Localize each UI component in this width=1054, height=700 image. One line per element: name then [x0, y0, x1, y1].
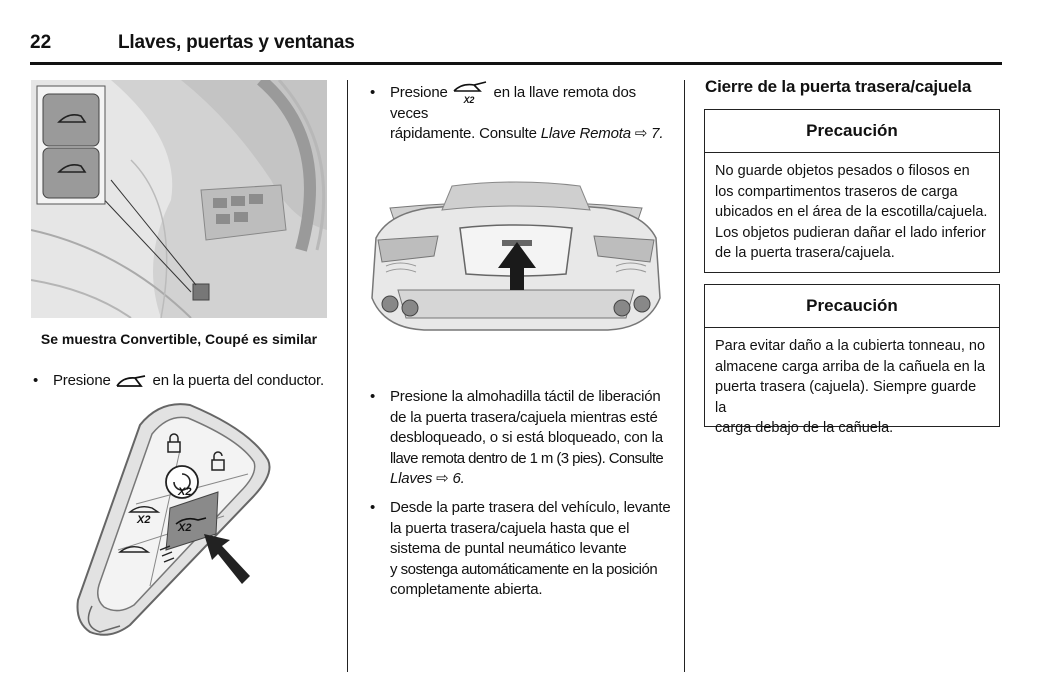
column-divider-2: [684, 80, 685, 672]
caution-box-1: Precaución No guarde objetos pesados o f…: [704, 109, 1000, 273]
caution-line-1: No guarde objetos pesados o filosos en: [715, 163, 970, 179]
bullet-line-2: de la puerta trasera/cajuela mientras es…: [390, 408, 658, 426]
bullet-text-line2: rápidamente. Consulte: [390, 125, 537, 142]
bullet-text-after: en la llave remota dos veces: [390, 84, 636, 122]
fob-label-remote-start: X2: [178, 486, 192, 498]
caution-title: Precaución: [705, 110, 999, 153]
bullet-dot: •: [33, 372, 39, 389]
bullet-dot: •: [370, 388, 376, 405]
bullet-dot: •: [370, 499, 376, 516]
bullet-line-5: completamente abierta.: [390, 581, 543, 598]
trunk-release-icon: [115, 375, 145, 387]
door-panel-illustration: [31, 80, 327, 318]
caution-line-4: carga debajo de la cañuela.: [715, 420, 894, 436]
bullet-line-4: y sostenga automáticamente en la posició…: [390, 560, 658, 578]
caution-line-2: almacene carga arriba de la cañuela en l…: [715, 358, 986, 375]
column-divider-1: [347, 80, 348, 672]
bullet-text-before: Presione: [390, 84, 448, 101]
reference-arrow-icon: ⇨: [436, 470, 449, 487]
caution-line-3: ubicados en el área de la escotilla/caju…: [715, 204, 988, 220]
caution-line-5: de la puerta trasera/cajuela.: [715, 245, 895, 261]
caution-line-1: Para evitar daño a la cubierta tonneau, …: [715, 338, 986, 354]
reference-page: 7.: [651, 125, 664, 142]
figure-caption: Se muestra Convertible, Coupé es similar: [40, 331, 318, 347]
reference-page: 6.: [452, 470, 465, 487]
cross-reference: Llave Remota: [540, 125, 631, 142]
trunk-x2-icon: X2: [452, 81, 490, 105]
section-title: Llaves, puertas y ventanas: [118, 32, 355, 53]
caution-line-2: los compartimentos traseros de carga: [715, 183, 958, 200]
header-rule: [30, 62, 1002, 65]
caution-title: Precaución: [705, 285, 999, 328]
rear-vehicle-illustration: [371, 181, 661, 331]
page-number: 22: [30, 32, 52, 53]
bullet-line-2: la puerta trasera/cajuela hasta que el: [390, 519, 630, 537]
section-subheading: Cierre de la puerta trasera/cajuela: [705, 77, 972, 96]
caution-box-2: Precaución Para evitar daño a la cubiert…: [704, 284, 1000, 436]
key-fob-illustration: [76, 403, 271, 636]
caution-line-4: Los objetos pudieran dañar el lado infer…: [715, 224, 986, 241]
bullet-line-1: Desde la parte trasera del vehículo, lev…: [390, 499, 671, 516]
bullet-text-before: Presione: [53, 372, 111, 389]
reference-arrow-icon: ⇨: [634, 125, 648, 142]
caution-body: Para evitar daño a la cubierta tonneau, …: [705, 328, 999, 447]
fob-label-trunk: X2: [178, 522, 192, 534]
caution-body: No guarde objetos pesados o filosos en l…: [705, 153, 999, 272]
page-header: 22 Llaves, puertas y ventanas: [30, 32, 1002, 62]
trunk-x2-label: X2: [463, 95, 475, 105]
cross-reference: Llaves: [390, 470, 433, 487]
bullet-line-4: llave remota dentro de 1 m (3 pies). Con…: [390, 449, 664, 467]
bullet-line-1: Presione la almohadilla táctil de libera…: [390, 388, 661, 405]
bullet-line-3: desbloqueado, o si está bloqueado, con l…: [390, 429, 663, 446]
caution-line-3: puerta trasera (cajuela). Siempre guarde…: [715, 379, 977, 416]
fob-label-left: X2: [137, 514, 151, 526]
bullet-dot: •: [370, 84, 376, 101]
bullet-text-after: en la puerta del conductor.: [152, 372, 325, 389]
bullet-line-3: sistema de puntal neumático levante: [390, 540, 627, 557]
